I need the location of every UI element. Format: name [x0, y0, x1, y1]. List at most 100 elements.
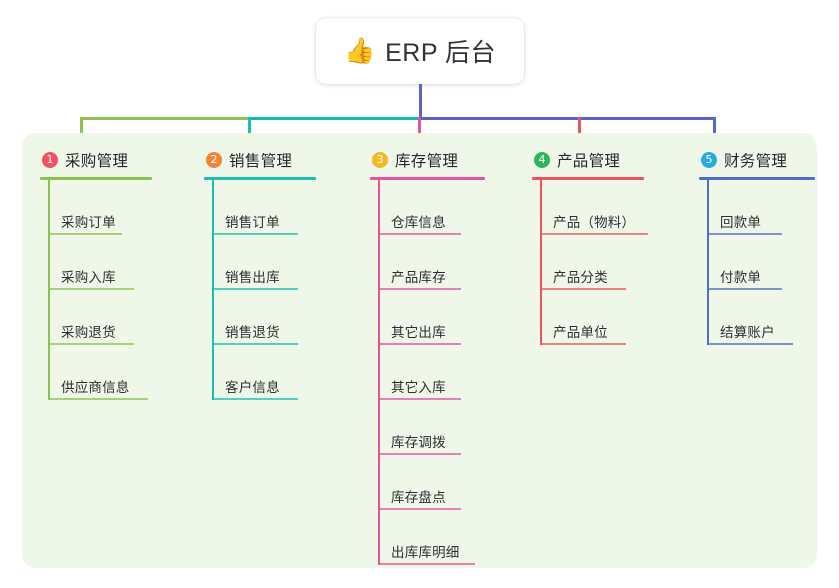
list-item-underline — [48, 343, 134, 345]
list-item-underline — [707, 343, 793, 345]
connector-drop-采购管理 — [80, 117, 83, 148]
list-item[interactable]: 其它出库 — [370, 290, 485, 345]
list-item-underline — [378, 288, 461, 290]
list-item[interactable]: 结算账户 — [699, 290, 815, 345]
connector-bus-left — [80, 117, 250, 120]
list-item[interactable]: 销售退货 — [204, 290, 316, 345]
list-item-underline — [378, 343, 461, 345]
root-title: ERP 后台 — [385, 39, 497, 67]
column-title: 财务管理 — [724, 153, 788, 170]
column-item-list: 销售订单销售出库销售退货客户信息 — [204, 180, 316, 400]
list-item-label: 采购订单 — [61, 215, 116, 230]
column-underline — [204, 177, 316, 180]
column-title: 库存管理 — [395, 153, 459, 170]
list-item-label: 销售订单 — [225, 215, 280, 230]
list-item-underline — [540, 343, 626, 345]
list-item-label: 采购入库 — [61, 270, 116, 285]
column-header[interactable]: 3 库存管理 — [370, 147, 485, 173]
column-spine — [540, 180, 542, 345]
list-item-underline — [48, 288, 134, 290]
list-item-label: 回款单 — [720, 215, 762, 230]
list-item[interactable]: 客户信息 — [204, 345, 316, 400]
column-index-badge: 4 — [534, 152, 550, 168]
list-item[interactable]: 产品（物料） — [532, 180, 648, 235]
list-item-underline — [540, 233, 648, 235]
list-item[interactable]: 其它入库 — [370, 345, 485, 400]
list-item-label: 出库库明细 — [391, 545, 460, 560]
column-underline — [532, 177, 644, 180]
list-item-label: 其它出库 — [391, 325, 446, 340]
list-item[interactable]: 供应商信息 — [40, 345, 152, 400]
list-item[interactable]: 销售出库 — [204, 235, 316, 290]
connector-drop-财务管理 — [713, 117, 716, 148]
list-item[interactable]: 采购入库 — [40, 235, 152, 290]
column-spine — [707, 180, 709, 345]
list-item-label: 销售退货 — [225, 325, 280, 340]
list-item-underline — [378, 453, 461, 455]
column-item-list: 回款单付款单结算账户 — [699, 180, 815, 345]
column-item-list: 采购订单采购入库采购退货供应商信息 — [40, 180, 152, 400]
list-item-label: 采购退货 — [61, 325, 116, 340]
column-index-badge: 5 — [701, 152, 717, 168]
list-item-underline — [378, 233, 461, 235]
list-item-label: 仓库信息 — [391, 215, 446, 230]
connector-trunk — [419, 84, 422, 119]
column-index-badge: 3 — [372, 152, 388, 168]
list-item[interactable]: 产品单位 — [532, 290, 644, 345]
list-item[interactable]: 库存盘点 — [370, 455, 485, 510]
list-item-label: 结算账户 — [720, 325, 775, 340]
list-item-underline — [212, 398, 298, 400]
list-item[interactable]: 付款单 — [699, 235, 815, 290]
list-item-label: 付款单 — [720, 270, 762, 285]
column-header[interactable]: 2 销售管理 — [204, 147, 316, 173]
list-item-label: 库存盘点 — [391, 490, 446, 505]
connector-drop-产品管理 — [578, 117, 581, 148]
list-item-underline — [212, 288, 298, 290]
list-item-underline — [707, 288, 782, 290]
connector-drop-库存管理 — [418, 117, 421, 148]
list-item-label: 销售出库 — [225, 270, 280, 285]
list-item-underline — [540, 288, 626, 290]
column-underline — [40, 177, 152, 180]
list-item[interactable]: 回款单 — [699, 180, 815, 235]
column-spine — [378, 180, 380, 565]
list-item-label: 客户信息 — [225, 380, 280, 395]
list-item[interactable]: 采购订单 — [40, 180, 152, 235]
list-item[interactable]: 销售订单 — [204, 180, 316, 235]
list-item[interactable]: 库存调拨 — [370, 400, 485, 455]
list-item-underline — [212, 343, 298, 345]
column-销售管理: 2 销售管理销售订单销售出库销售退货客户信息 — [204, 147, 316, 400]
list-item-label: 产品分类 — [553, 270, 608, 285]
column-库存管理: 3 库存管理仓库信息产品库存其它出库其它入库库存调拨库存盘点出库库明细 — [370, 147, 485, 565]
column-index-badge: 2 — [206, 152, 222, 168]
column-财务管理: 5 财务管理回款单付款单结算账户 — [699, 147, 815, 345]
list-item[interactable]: 仓库信息 — [370, 180, 485, 235]
list-item-underline — [378, 398, 461, 400]
column-underline — [699, 177, 815, 180]
column-item-list: 仓库信息产品库存其它出库其它入库库存调拨库存盘点出库库明细 — [370, 180, 485, 565]
list-item-underline — [48, 233, 122, 235]
connector-drop-销售管理 — [248, 117, 251, 148]
list-item[interactable]: 产品分类 — [532, 235, 644, 290]
list-item-label: 产品（物料） — [553, 215, 636, 230]
root-node[interactable]: 👍 ERP 后台 — [316, 18, 524, 84]
column-index-badge: 1 — [42, 152, 58, 168]
list-item-underline — [378, 508, 461, 510]
list-item-label: 产品单位 — [553, 325, 608, 340]
column-header[interactable]: 4 产品管理 — [532, 147, 644, 173]
column-item-list: 产品（物料） 产品分类产品单位 — [532, 180, 648, 345]
column-spine — [212, 180, 214, 400]
list-item[interactable]: 采购退货 — [40, 290, 152, 345]
list-item-underline — [378, 563, 475, 565]
connector-bus-right — [419, 117, 715, 120]
column-title: 产品管理 — [557, 153, 621, 170]
column-title: 销售管理 — [229, 153, 293, 170]
thumbs-up-icon: 👍 — [343, 36, 376, 65]
list-item[interactable]: 出库库明细 — [370, 510, 485, 565]
list-item-underline — [707, 233, 782, 235]
list-item[interactable]: 产品库存 — [370, 235, 485, 290]
column-header[interactable]: 5 财务管理 — [699, 147, 815, 173]
